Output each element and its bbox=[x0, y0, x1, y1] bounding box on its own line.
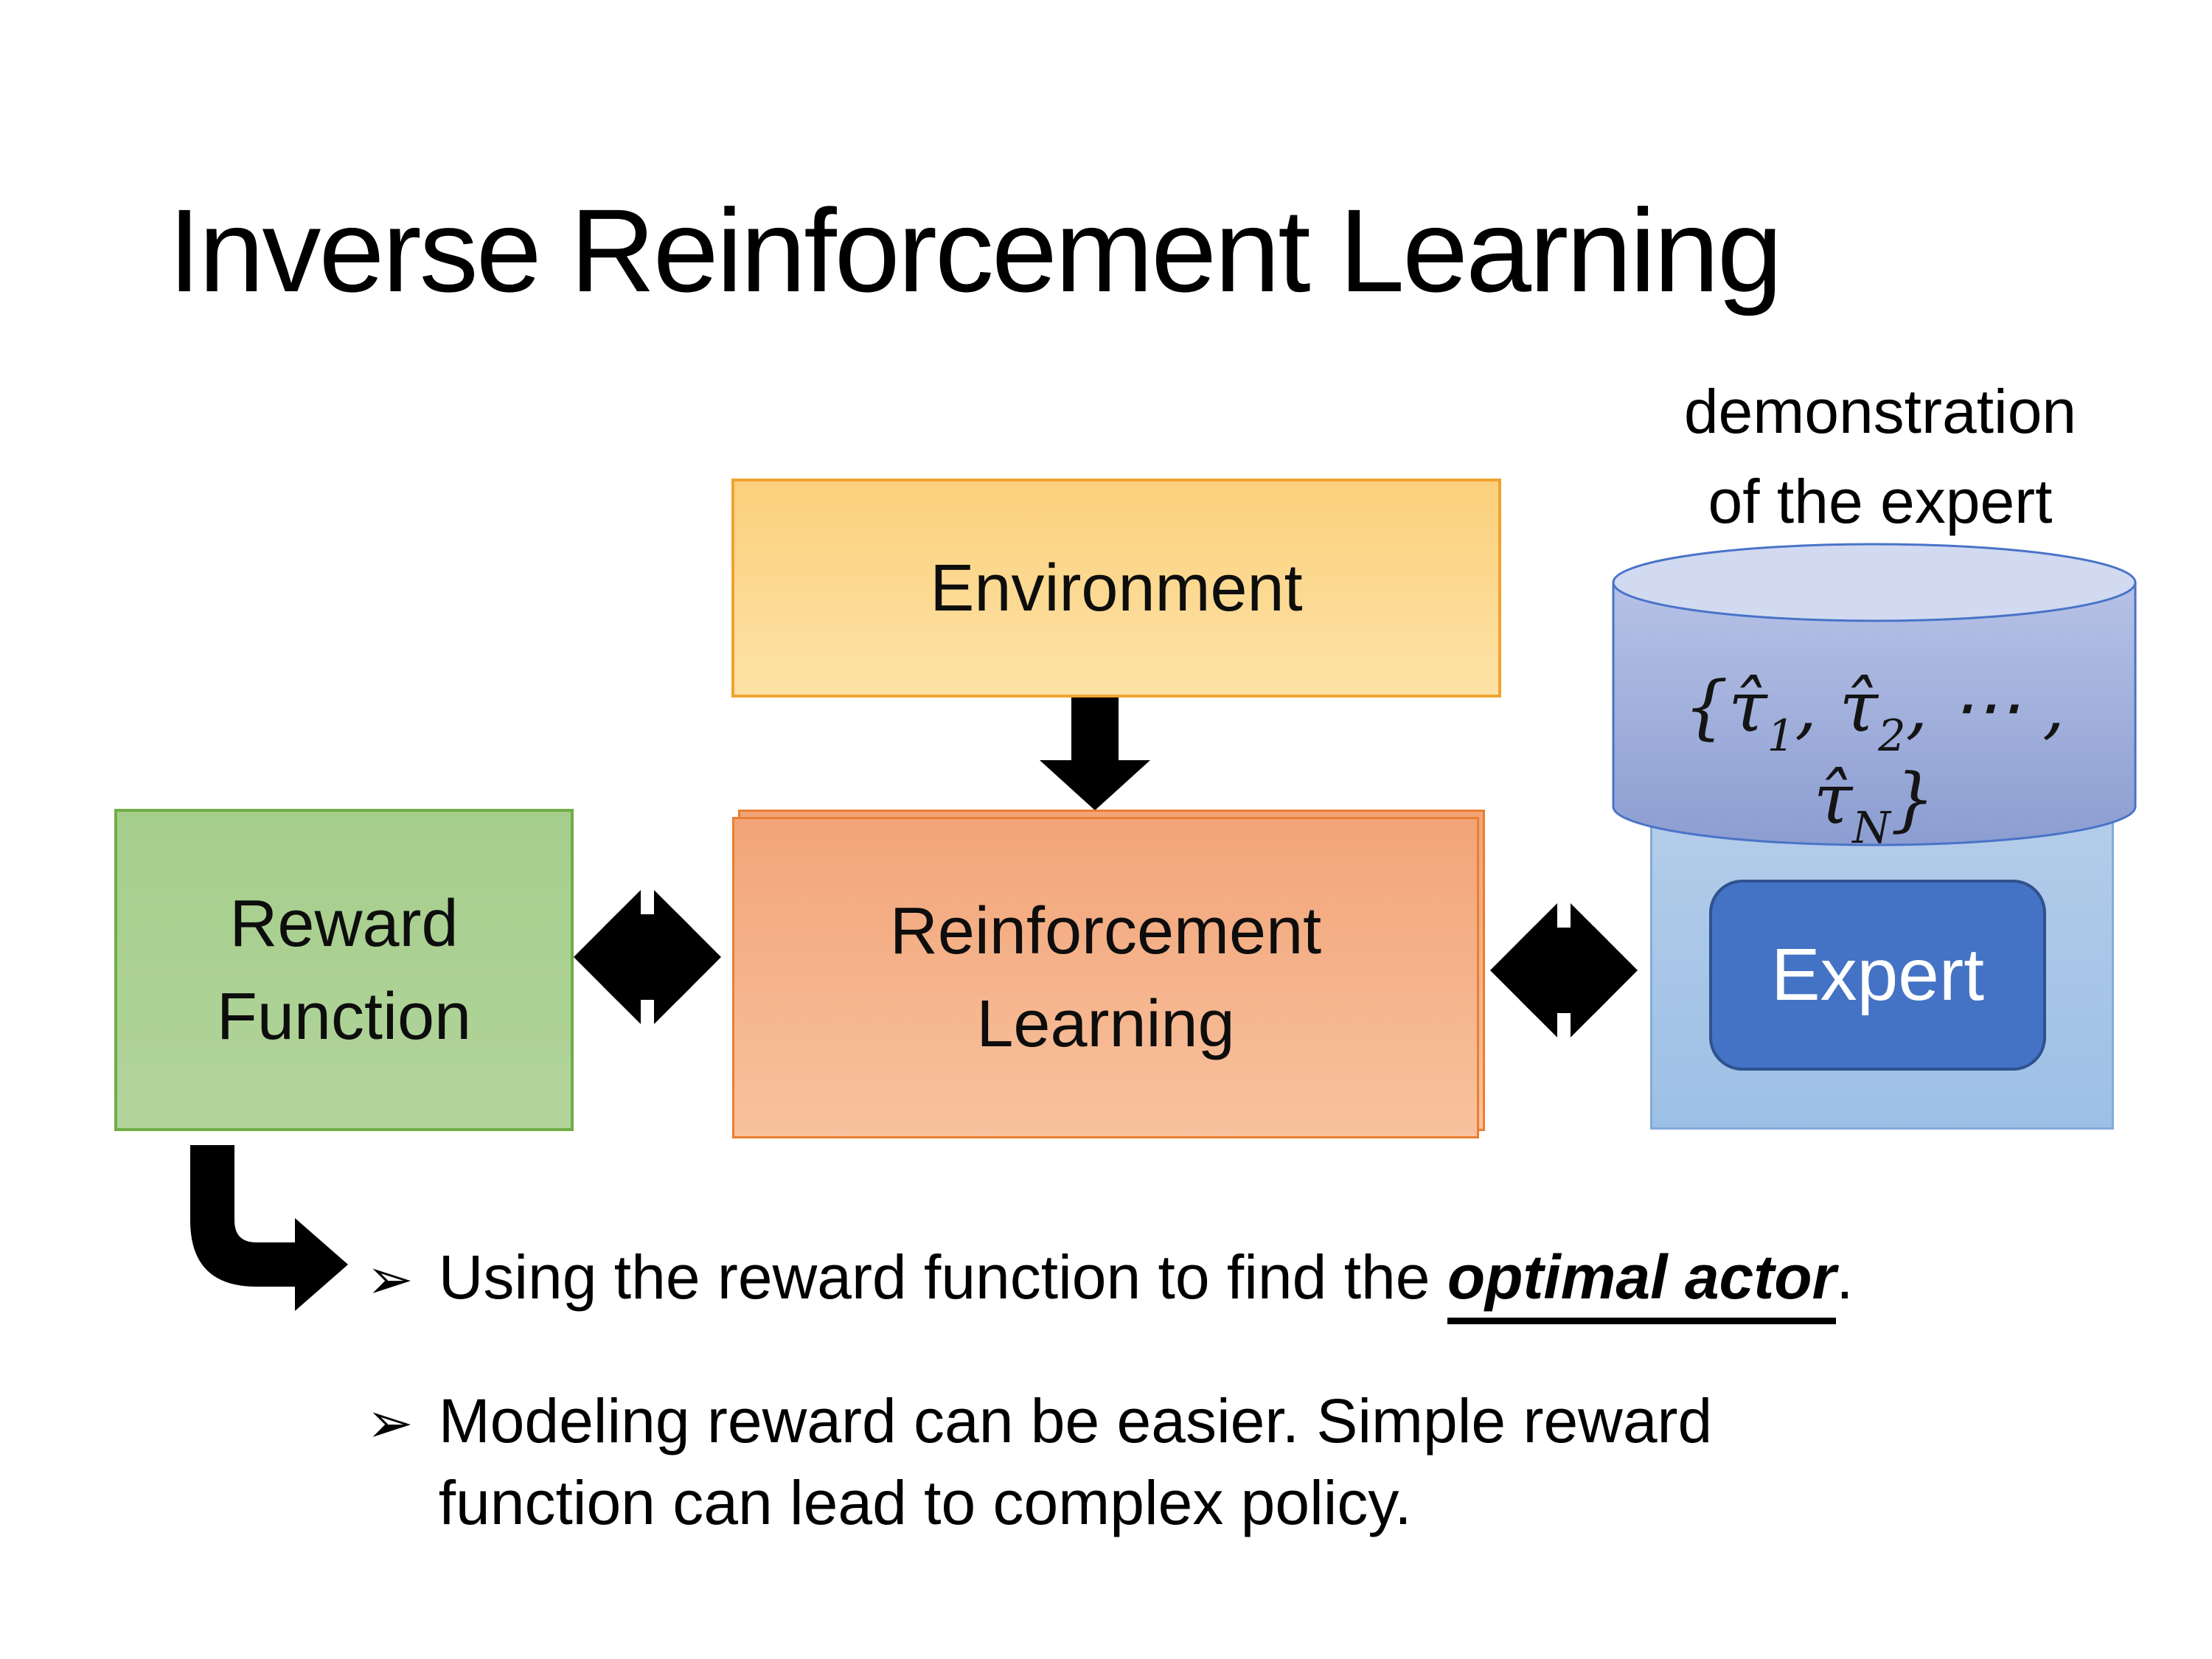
reward-function-box: Reward Function bbox=[114, 809, 574, 1131]
bullet-1-pre: Using the reward function to find the bbox=[438, 1242, 1447, 1312]
bullet-item-2: ➢ Modeling reward can be easier. Simple … bbox=[366, 1380, 1712, 1544]
math-part: , τ̂ bbox=[1795, 667, 1879, 748]
bullet-1-post: . bbox=[1836, 1242, 1854, 1312]
reward-label-line1: Reward bbox=[229, 886, 459, 961]
trajectory-set-label: {τ̂1, τ̂2, ⋯ , τ̂N} bbox=[1619, 665, 2129, 853]
down-arrow-icon bbox=[1040, 698, 1150, 810]
exchange-arrow-left-icon bbox=[574, 880, 721, 1034]
page-title: Inverse Reinforcement Learning bbox=[168, 184, 1783, 316]
environment-label: Environment bbox=[930, 551, 1303, 625]
math-sub-1: 1 bbox=[1767, 710, 1795, 762]
bullet-1-text: Using the reward function to find the op… bbox=[438, 1242, 1854, 1324]
elbow-arrow-icon bbox=[190, 1145, 348, 1311]
math-part: , ⋯ , τ̂ bbox=[1813, 667, 2065, 840]
bullet-1-emphasis: optimal actor bbox=[1447, 1242, 1837, 1324]
environment-box: Environment bbox=[731, 479, 1501, 698]
demonstration-label: demonstration of the expert bbox=[1600, 367, 2160, 547]
bullet-2-line2: function can lead to complex policy. bbox=[438, 1467, 1412, 1537]
rl-label-line1: Reinforcement bbox=[889, 894, 1322, 968]
math-sub-n: N bbox=[1852, 801, 1891, 853]
rl-label-line2: Learning bbox=[976, 987, 1235, 1061]
exchange-arrow-right-icon bbox=[1490, 894, 1638, 1047]
demonstration-database-cylinder bbox=[1612, 543, 2137, 846]
arrowhead-bullet-icon: ➢ bbox=[366, 1392, 414, 1455]
bullet-2-line1: Modeling reward can be easier. Simple re… bbox=[438, 1386, 1713, 1455]
expert-label: Expert bbox=[1770, 933, 1984, 1016]
reward-label-line2: Function bbox=[216, 979, 472, 1054]
demonstration-label-line1: demonstration bbox=[1683, 377, 2077, 446]
math-part: {τ̂ bbox=[1683, 667, 1767, 748]
arrowhead-bullet-icon: ➢ bbox=[366, 1248, 414, 1311]
math-part: } bbox=[1890, 758, 1935, 840]
expert-box: Expert bbox=[1709, 880, 2046, 1071]
bullet-2-text: Modeling reward can be easier. Simple re… bbox=[439, 1380, 1713, 1544]
demonstration-label-line2: of the expert bbox=[1708, 466, 2053, 536]
math-sub-2: 2 bbox=[1878, 710, 1906, 762]
reinforcement-learning-box: Reinforcement Learning bbox=[732, 817, 1479, 1138]
bullet-item-1: ➢ Using the reward function to find the … bbox=[366, 1242, 1854, 1324]
